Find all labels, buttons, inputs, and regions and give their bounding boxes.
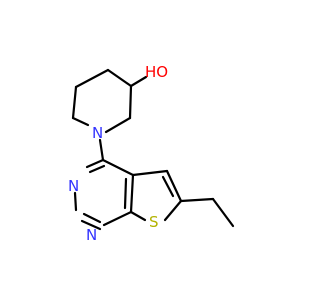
bond xyxy=(161,175,175,198)
bond xyxy=(98,138,105,162)
bond xyxy=(211,197,235,228)
atom-label-oh: HO xyxy=(145,63,168,81)
bond xyxy=(179,197,215,203)
bond xyxy=(165,169,183,203)
bond xyxy=(102,210,133,227)
bond xyxy=(101,158,135,177)
bond xyxy=(82,212,102,224)
bond xyxy=(163,199,183,222)
bond xyxy=(128,84,133,120)
bond xyxy=(131,169,169,177)
bond xyxy=(129,210,147,222)
bond xyxy=(106,68,133,88)
bond xyxy=(129,173,135,214)
atom-label-n3: N xyxy=(68,177,79,195)
bonds xyxy=(71,68,235,231)
atom-label-n1: N xyxy=(86,226,97,244)
atom-labels: HO N N N S xyxy=(68,63,168,244)
molecule-structure: HO N N N S xyxy=(68,63,235,244)
bond xyxy=(85,158,105,169)
bond xyxy=(104,116,132,134)
bond xyxy=(73,191,78,212)
bond xyxy=(123,177,128,210)
bond xyxy=(80,219,102,231)
atom-label-s: S xyxy=(149,213,159,231)
bond xyxy=(71,116,90,127)
bond xyxy=(88,164,106,174)
bond xyxy=(129,75,148,88)
bond xyxy=(71,85,78,120)
bond xyxy=(74,68,110,89)
atom-label-n-piperidine: N xyxy=(92,124,103,142)
